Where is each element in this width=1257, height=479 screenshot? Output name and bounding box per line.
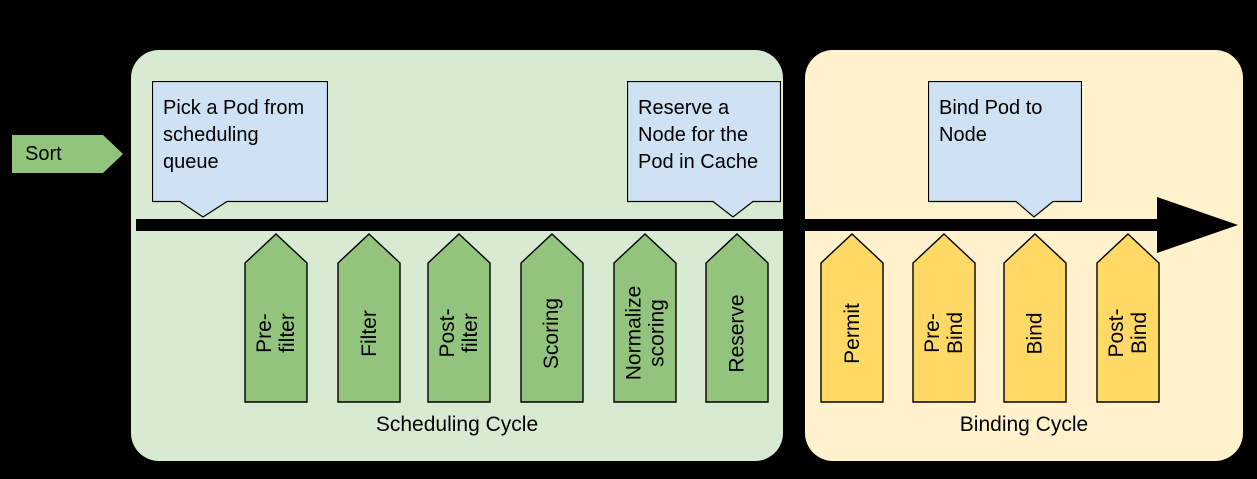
stage-label: Reserve xyxy=(725,293,749,373)
stage-pre-bind: Pre-Bind xyxy=(912,233,976,403)
stage-bind: Bind xyxy=(1003,233,1067,403)
stage-label: Pre-filter xyxy=(253,313,299,353)
stage-scoring: Scoring xyxy=(520,233,584,403)
stage-label: Normalize scoring xyxy=(622,285,668,381)
sort-stage-arrow: Sort xyxy=(12,135,123,173)
callout-reserve-node: Reserve a Node for the Pod in Cache xyxy=(627,81,781,218)
stage-label: Pre-Bind xyxy=(921,311,967,355)
scheduling-cycle-title: Scheduling Cycle xyxy=(375,413,539,436)
sort-label: Sort xyxy=(25,142,62,165)
stage-label: Filter xyxy=(357,309,381,357)
stage-normalize-scoring: Normalize scoring xyxy=(613,233,677,403)
binding-cycle-title: Binding Cycle xyxy=(959,413,1089,436)
callout-pick-pod-text: Pick a Pod from scheduling queue xyxy=(163,97,305,173)
callout-bind-pod: Bind Pod to Node xyxy=(928,81,1082,218)
stage-label: Scoring xyxy=(540,297,564,369)
stage-label: Bind xyxy=(1023,311,1047,355)
speech-bubble-shape xyxy=(627,81,781,218)
stage-label: Post-filter xyxy=(436,308,482,358)
stage-post-filter: Post-filter xyxy=(427,233,491,403)
stage-label: Post-Bind xyxy=(1105,308,1151,358)
speech-bubble-shape xyxy=(928,81,1082,218)
stage-label: Permit xyxy=(840,302,864,364)
callout-reserve-node-text: Reserve a Node for the Pod in Cache xyxy=(638,97,759,173)
stage-reserve: Reserve xyxy=(705,233,769,403)
stage-filter: Filter xyxy=(337,233,401,403)
timeline-arrowhead-icon xyxy=(1157,197,1238,253)
stage-post-bind: Post-Bind xyxy=(1096,233,1160,403)
stage-permit: Permit xyxy=(820,233,884,403)
stage-pre-filter: Pre-filter xyxy=(244,233,308,403)
callout-pick-pod: Pick a Pod from scheduling queue xyxy=(152,81,328,218)
speech-bubble-shape xyxy=(152,81,328,218)
callout-bind-pod-text: Bind Pod to Node xyxy=(939,97,1043,146)
timeline-line xyxy=(136,219,1166,231)
